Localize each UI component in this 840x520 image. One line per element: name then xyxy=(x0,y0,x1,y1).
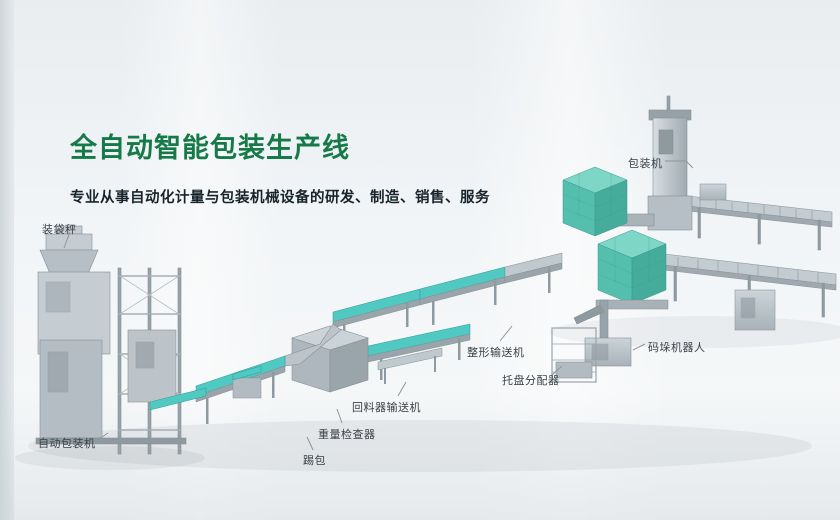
callout-label-bag-kicker: 踢包 xyxy=(303,454,326,467)
callout-label-return-conveyor: 回料器输送机 xyxy=(352,401,421,414)
page-subtitle: 专业从事自动化计量与包装机械设备的研发、制造、销售、服务 xyxy=(70,190,490,206)
pallet-dispenser xyxy=(551,327,597,383)
callout-label-auto-packer: 自动包装机 xyxy=(38,437,96,450)
floor-shading xyxy=(0,390,840,520)
callout-connectors xyxy=(63,160,694,451)
callout-label-palletizing-robot: 码垛机器人 xyxy=(648,341,706,354)
callout-label-shaping-conveyor: 整形输送机 xyxy=(467,346,525,359)
page-title: 全自动智能包装生产线 xyxy=(70,133,350,164)
right-roller-conveyors xyxy=(663,183,837,331)
left-edge-shading xyxy=(0,0,14,520)
shaping-conveyor xyxy=(367,323,471,384)
stacked-bags-pallets xyxy=(562,166,669,310)
upper-conveyor-run xyxy=(332,252,563,348)
callout-label-packing-machine: 包装机 xyxy=(628,157,663,170)
callout-label-bagging-scale: 装袋秤 xyxy=(42,223,77,236)
callout-label-weight-checker: 重量检查器 xyxy=(318,428,376,441)
lower-conveyor-run xyxy=(195,355,286,424)
automatic-packing-machine xyxy=(35,225,207,455)
return-feeder-platform xyxy=(284,323,369,393)
callout-label-pallet-dispenser: 托盘分配器 xyxy=(502,374,560,387)
